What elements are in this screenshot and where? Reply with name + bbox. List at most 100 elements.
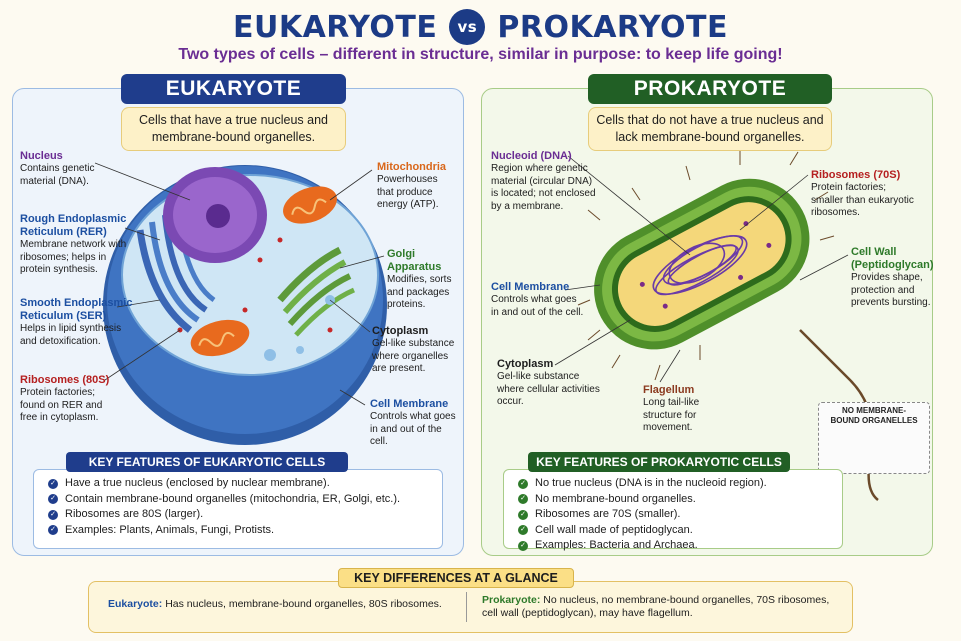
label-mitochondria: Mitochondria Powerhouses that produce en… [377, 161, 459, 212]
label-nucleoid-desc4: by a membrane. [491, 200, 564, 212]
label-pro-ribosomes-desc1: Protein factories; [811, 182, 887, 193]
label-flagellum-desc2: structure for [643, 409, 697, 421]
eukaryote-header: EUKARYOTE [121, 74, 346, 104]
no-membrane-line1: NO MEMBRANE- [842, 406, 906, 415]
eukaryote-definition-line1: Cells that have a true nucleus and [138, 113, 328, 127]
list-item: ✓No membrane-bound organelles. [518, 492, 832, 508]
label-nucleus: Nucleus Contains genetic material (DNA). [20, 150, 130, 188]
prokaryote-features-box: ✓ No true nucleus (DNA is in the nucleoid… [503, 469, 843, 551]
label-pro-ribosomes-desc3: ribosomes. [811, 207, 860, 218]
label-rer-desc2: ribosomes; helps in [20, 251, 107, 263]
label-mitochondria-title: Mitochondria [377, 161, 447, 173]
label-golgi-desc3: proteins. [387, 299, 426, 310]
label-nucleus-desc1: Contains genetic [20, 163, 95, 174]
label-flagellum-title: Flagellum [643, 384, 695, 396]
subtitle: Two types of cells – different in struct… [178, 46, 783, 63]
label-euk-membrane-desc1: Controls what goes [370, 411, 456, 422]
list-item: ✓Ribosomes are 80S (larger). [48, 507, 432, 523]
label-cell-wall-desc2: protection and [851, 284, 915, 296]
differences-prokaryote-label: Prokaryote: [482, 594, 541, 606]
differences-divider [466, 592, 467, 622]
check-icon: ✓ [518, 509, 528, 520]
label-nucleus-desc2: material (DNA). [20, 175, 89, 187]
differences-eukaryote: Eukaryote: Has nucleus, membrane-bound o… [108, 598, 458, 611]
eukaryote-definition: Cells that have a true nucleus and membr… [121, 107, 346, 151]
list-item: ✓Cell wall made of peptidoglycan. [518, 523, 832, 539]
list-item: ✓Examples: Plants, Animals, Fungi, Proti… [48, 523, 432, 539]
check-icon: ✓ [48, 525, 58, 536]
prokaryote-header: PROKARYOTE [588, 74, 832, 104]
label-euk-membrane: Cell Membrane Controls what goes in and … [370, 398, 462, 449]
label-pro-cytoplasm-title: Cytoplasm [497, 358, 554, 370]
feature-text: No true nucleus (DNA is in the nucleoid … [535, 477, 767, 489]
prokaryote-definition-line1: Cells that do not have a true nucleus an… [596, 113, 824, 127]
label-cell-wall-title2: (Peptidoglycan) [851, 259, 934, 271]
label-pro-ribosomes-title: Ribosomes (70S) [811, 169, 901, 181]
label-euk-membrane-desc2: in and out of the cell. [370, 423, 442, 448]
label-euk-cytoplasm-desc2: where organelles [372, 350, 449, 362]
eukaryote-features-box: ✓ Have a true nucleus (enclosed by nuclea… [33, 469, 443, 549]
label-cell-wall-desc1: Provides shape, [851, 272, 923, 283]
label-euk-ribosomes: Ribosomes (80S) Protein factories; found… [20, 374, 130, 425]
differences-box [88, 581, 853, 633]
label-nucleoid-desc1: Region where genetic [491, 163, 588, 174]
check-icon: ✓ [518, 540, 528, 551]
label-euk-ribosomes-desc2: found on RER and [20, 399, 103, 411]
list-item: ✓No true nucleus (DNA is in the nucleoid… [518, 476, 832, 492]
label-euk-ribosomes-desc3: free in cytoplasm. [20, 412, 99, 423]
label-pro-membrane-desc2: in and out of the cell. [491, 306, 584, 318]
prokaryote-definition: Cells that do not have a true nucleus an… [588, 107, 832, 151]
label-pro-ribosomes-desc2: smaller than eukaryotic [811, 194, 914, 206]
eukaryotic-cell [94, 162, 387, 445]
label-ser-title2: Reticulum (SER) [20, 310, 107, 322]
label-ser-title1: Smooth Endoplasmic [20, 297, 133, 309]
label-mitochondria-desc2: that produce [377, 186, 433, 198]
label-flagellum: Flagellum Long tail-like structure for m… [643, 384, 733, 435]
differences-eukaryote-label: Eukaryote: [108, 598, 163, 610]
label-nucleoid-title: Nucleoid (DNA) [491, 150, 572, 162]
list-item: ✓Ribosomes are 70S (smaller). [518, 507, 832, 523]
label-flagellum-desc3: movement. [643, 422, 693, 433]
check-icon: ✓ [48, 509, 58, 520]
label-rer-title2: Reticulum (RER) [20, 226, 107, 238]
label-golgi-title: Golgi Apparatus [387, 248, 442, 273]
label-cell-wall-desc3: prevents bursting. [851, 297, 931, 308]
label-euk-ribosomes-desc1: Protein factories; [20, 387, 96, 398]
feature-text: Contain membrane-bound organelles (mitoc… [65, 492, 401, 505]
feature-text: Have a true nucleus (enclosed by nuclear… [65, 477, 330, 489]
label-golgi: Golgi Apparatus Modifies, sorts and pack… [387, 248, 463, 312]
label-mitochondria-desc1: Powerhouses [377, 174, 438, 185]
label-cell-wall: Cell Wall (Peptidoglycan) Provides shape… [851, 246, 941, 310]
label-euk-ribosomes-title: Ribosomes (80S) [20, 374, 110, 386]
page-title: EUKARYOTE vs PROKARYOTE [0, 6, 961, 48]
label-pro-membrane: Cell Membrane Controls what goes in and … [491, 281, 601, 319]
vs-badge: vs [449, 9, 486, 45]
check-icon: ✓ [48, 478, 58, 489]
label-euk-cytoplasm-title: Cytoplasm [372, 325, 429, 337]
label-golgi-desc1: Modifies, sorts [387, 274, 452, 285]
label-pro-cytoplasm: Cytoplasm Gel-like substance where cellu… [497, 358, 617, 409]
list-item: ✓ Examples: Bacteria and Archaea. [518, 538, 832, 554]
label-rer: Rough Endoplasmic Reticulum (RER) Membra… [20, 213, 140, 277]
label-flagellum-desc1: Long tail-like [643, 397, 700, 408]
label-rer-title1: Rough Endoplasmic [20, 213, 127, 225]
prokaryote-features-header: KEY FEATURES OF PROKARYOTIC CELLS [528, 452, 790, 472]
label-golgi-desc2: and packages [387, 286, 450, 298]
label-ser-desc2: and detoxification. [20, 335, 101, 347]
feature-text: Examples: Bacteria and Archaea. [535, 539, 698, 551]
label-ser-desc1: Helps in lipid synthesis [20, 323, 122, 334]
check-icon: ✓ [518, 525, 528, 536]
label-pro-cytoplasm-desc1: Gel-like substance [497, 371, 580, 382]
no-membrane-label: NO MEMBRANE- BOUND ORGANELLES [818, 406, 930, 426]
title-eukaryote: EUKARYOTE [232, 9, 438, 45]
label-pro-membrane-desc1: Controls what goes [491, 294, 577, 305]
differences-prokaryote-text: No nucleus, no membrane-bound organelles… [482, 594, 830, 619]
no-membrane-line2: BOUND ORGANELLES [830, 416, 918, 425]
list-item: ✓Contain membrane-bound organelles (mito… [48, 492, 432, 508]
differences-eukaryote-text: Has nucleus, membrane-bound organelles, … [165, 598, 442, 610]
feature-text: No membrane-bound organelles. [535, 492, 696, 505]
prokaryotic-cell [554, 150, 879, 501]
label-euk-cytoplasm-desc1: Gel-like substance [372, 338, 455, 349]
list-item: ✓ Have a true nucleus (enclosed by nuclea… [48, 476, 432, 492]
